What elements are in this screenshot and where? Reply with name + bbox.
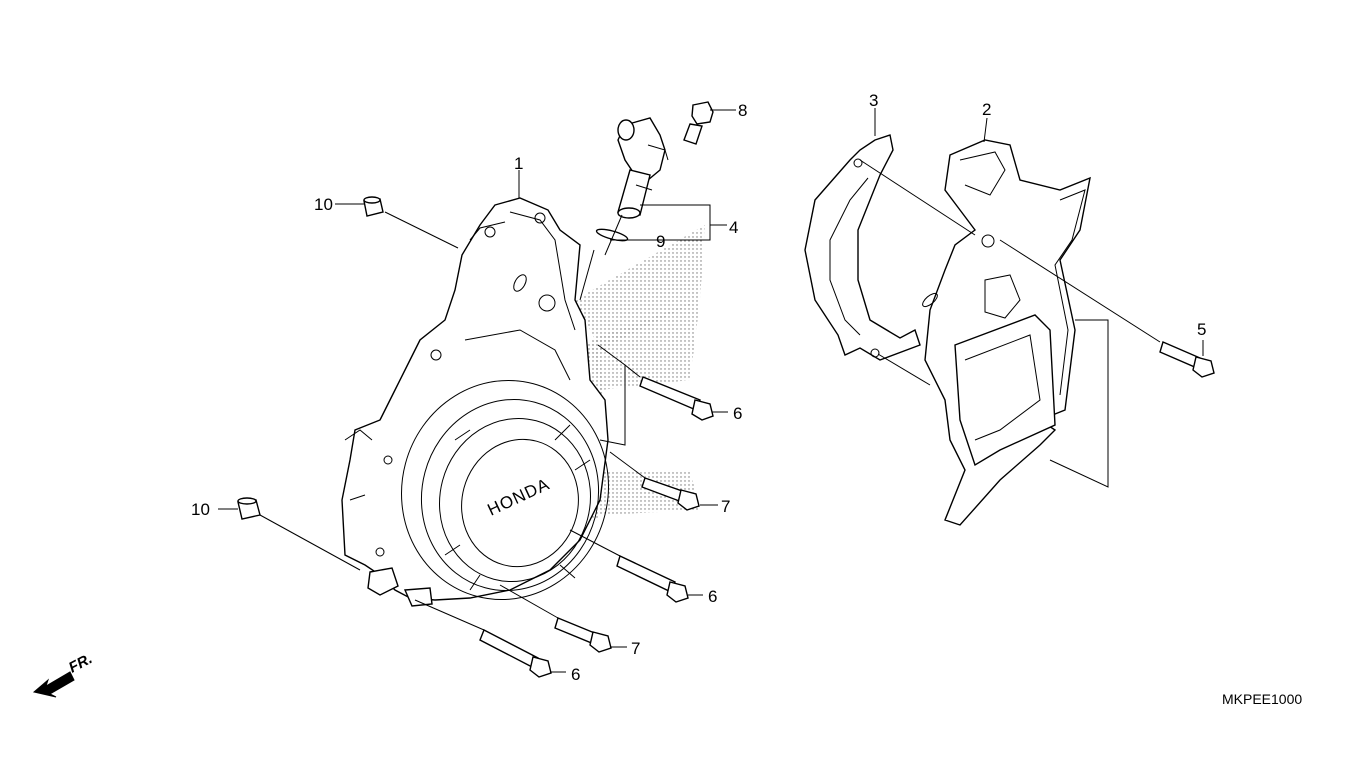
callout-6-upper: 6 <box>733 404 742 423</box>
bolt-6-upper <box>639 376 714 421</box>
drive-sprocket-cover <box>922 139 1091 526</box>
callout-2: 2 <box>982 100 991 119</box>
bolt-6-lower <box>479 629 552 678</box>
callout-4: 4 <box>729 218 738 237</box>
cover-bolt <box>1159 341 1215 378</box>
speed-sensor <box>617 117 669 219</box>
diagram-code: MKPEE1000 <box>1222 691 1302 707</box>
o-ring <box>595 228 629 242</box>
callout-10-lower: 10 <box>191 500 210 519</box>
callout-6-middle: 6 <box>708 587 717 606</box>
bolt-7-upper <box>641 477 700 511</box>
callout-1: 1 <box>514 154 523 173</box>
dowel-pin-lower <box>237 497 261 520</box>
left-crankcase-cover <box>341 197 609 607</box>
callout-6-lower: 6 <box>571 665 580 684</box>
callout-8: 8 <box>738 101 747 120</box>
callout-10-upper: 10 <box>314 195 333 214</box>
dowel-pin-upper <box>363 196 384 217</box>
sprocket-cover-gasket <box>804 134 921 361</box>
arrow-left-down-icon <box>32 671 75 698</box>
callout-7-lower: 7 <box>631 639 640 658</box>
bolt-6-middle <box>616 555 689 603</box>
callout-3: 3 <box>869 91 878 110</box>
callout-9: 9 <box>656 232 665 251</box>
bolt-7-lower <box>554 617 612 653</box>
sensor-bolt <box>683 101 714 145</box>
callout-7-upper: 7 <box>721 497 730 516</box>
front-direction-arrow: FR. <box>32 650 95 698</box>
callout-5: 5 <box>1197 320 1206 339</box>
leader-lines <box>218 108 1204 673</box>
